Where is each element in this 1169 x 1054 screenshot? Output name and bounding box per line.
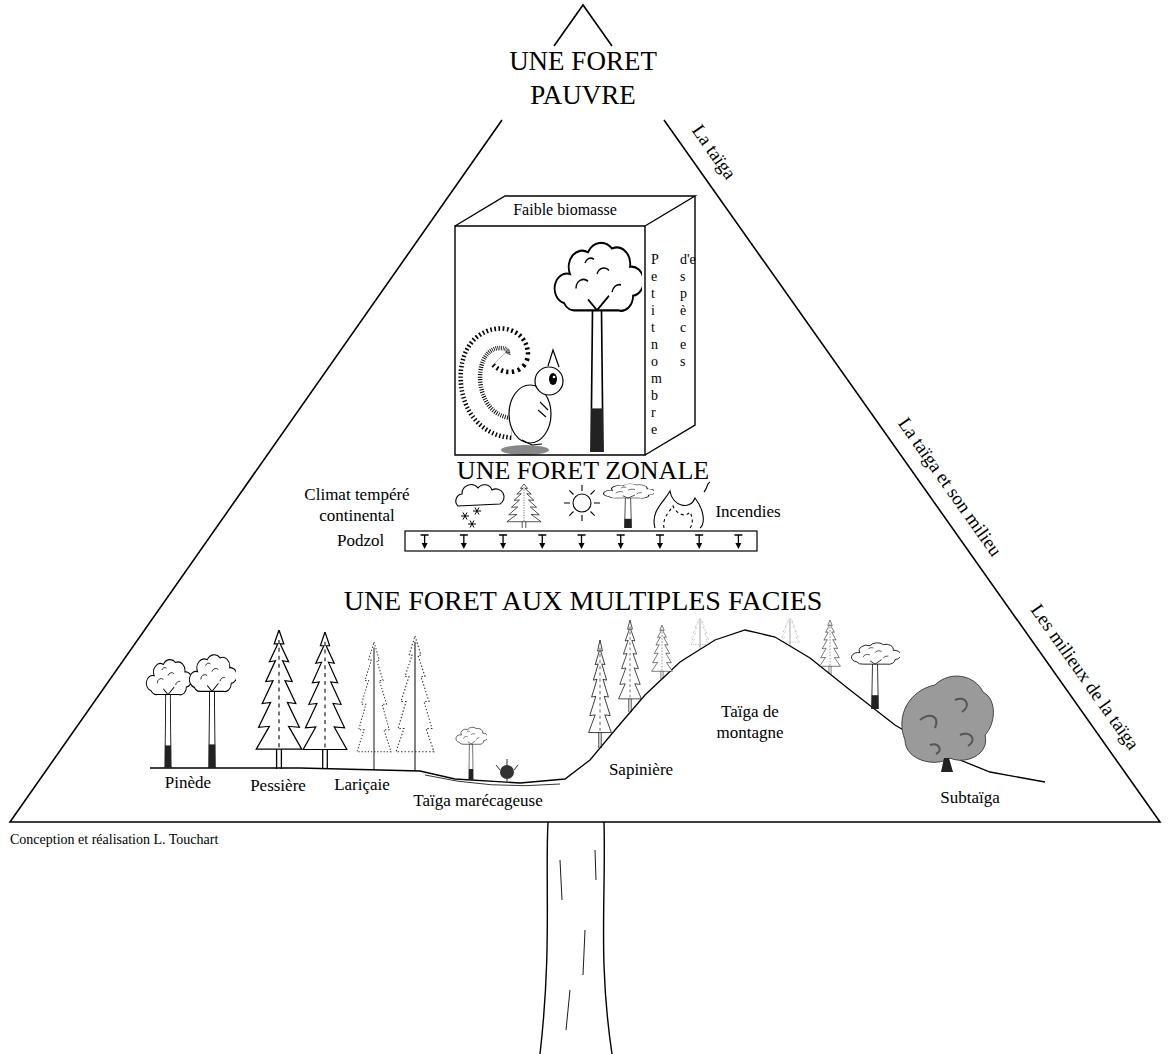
pine-tree xyxy=(555,243,644,452)
soil-box xyxy=(405,531,757,551)
cube-side-text: Petit nombre d'espèces xyxy=(651,251,683,442)
swamp-bush xyxy=(496,759,518,783)
tree-trunk-base xyxy=(560,850,596,1030)
leaching-arrow xyxy=(500,543,506,549)
pine-icon xyxy=(604,484,655,528)
pyramid-cube: Faible biomassePetit nombre d'espèces xyxy=(455,196,695,455)
fir-tree xyxy=(589,640,612,748)
larch-tree xyxy=(357,642,391,770)
swamp-pine xyxy=(456,727,488,780)
level-heading: UNE FORET AUX MULTIPLES FACIES xyxy=(344,583,823,618)
cube-face xyxy=(645,196,695,455)
deciduous-tree xyxy=(902,676,994,772)
sun-icon xyxy=(573,494,591,512)
swamp-bush xyxy=(496,759,518,783)
landscape xyxy=(146,618,1045,786)
tree-trunk-base xyxy=(540,822,612,1054)
pine-tree xyxy=(189,655,236,768)
sun-icon xyxy=(564,485,600,521)
leaching-arrow xyxy=(578,535,586,543)
cloud-icon xyxy=(456,485,504,506)
leaching-arrow xyxy=(539,543,545,549)
tree-trunk-base xyxy=(604,822,613,1054)
spruce-tree xyxy=(256,630,302,769)
mountain-tree xyxy=(820,620,841,674)
facies-label: Sapinière xyxy=(609,759,673,780)
fir-tree xyxy=(652,625,673,679)
leaching-arrow xyxy=(734,535,742,543)
spruce-tree xyxy=(303,632,347,769)
credit-text: Conception et réalisation L. Touchart xyxy=(10,831,218,849)
mountain-tree xyxy=(781,618,800,646)
leaching-arrow xyxy=(461,543,467,549)
pyramid-outline xyxy=(10,5,1160,822)
snowflakes xyxy=(461,508,481,528)
fir-tree xyxy=(619,620,642,712)
soil-band: Podzol xyxy=(337,530,758,552)
cube-outline xyxy=(455,196,695,455)
squirrel-ear xyxy=(548,350,559,367)
deciduous-tree xyxy=(941,758,953,772)
leaching-arrow xyxy=(695,535,703,543)
pyramid-sides xyxy=(10,120,1160,822)
leaching-arrow xyxy=(735,543,741,549)
mountain-tree xyxy=(691,618,710,649)
factor-label: Climat tempéré continental xyxy=(290,484,425,527)
facies-label: Subtaïga xyxy=(940,787,1000,808)
fire-icon xyxy=(654,491,703,528)
deciduous-tree xyxy=(920,699,973,754)
squirrel-eye xyxy=(553,376,556,379)
squirrel-head xyxy=(535,367,563,395)
leaching-arrow xyxy=(657,543,663,549)
cube-face xyxy=(455,226,645,455)
level-heading: UNE FORET ZONALE xyxy=(457,455,709,488)
leaching-arrow xyxy=(579,543,585,549)
facies-label: Taïga marécageuse xyxy=(413,790,543,811)
swamp-line xyxy=(425,775,560,786)
ground-line xyxy=(150,630,1045,783)
side-label: La taïga et son milieu xyxy=(893,413,1007,561)
level-heading: UNE FORET PAUVRE xyxy=(473,45,693,113)
leaching-arrow xyxy=(617,535,625,543)
fire-icon xyxy=(664,506,693,528)
facies-label: Pessière xyxy=(250,775,306,796)
soil-band-outline xyxy=(337,530,758,552)
band-heading: Podzol xyxy=(337,530,384,551)
squirrel-eye xyxy=(549,373,557,385)
climate-icons xyxy=(456,482,710,528)
leaching-arrow xyxy=(421,535,429,543)
squirrel-paws xyxy=(522,402,548,445)
factor-label: Incendies xyxy=(715,501,780,522)
facies-label: Lariçaie xyxy=(334,774,390,795)
facies-label: Taïga de montagne xyxy=(703,701,798,744)
leaching-arrow xyxy=(656,535,664,543)
spruce-icon xyxy=(507,484,541,528)
swamp-bush xyxy=(500,765,514,779)
deciduous-tree xyxy=(902,676,994,762)
rock xyxy=(501,445,549,455)
side-label: Les milieux de la taïga xyxy=(1025,599,1144,754)
leaching-arrow xyxy=(696,543,702,549)
squirrel-and-tree xyxy=(470,243,643,455)
side-label: La taïga xyxy=(686,120,741,184)
leaching-arrow xyxy=(460,535,468,543)
cube-face xyxy=(455,196,695,226)
pine-tree xyxy=(146,660,191,768)
leaching-arrow xyxy=(538,535,546,543)
sun-icon xyxy=(564,485,600,521)
leaching-arrow xyxy=(422,543,428,549)
leaching-arrow xyxy=(618,543,624,549)
cube-top-text: Faible biomasse xyxy=(513,200,617,220)
facies-label: Pinède xyxy=(165,772,211,793)
pine-tree xyxy=(851,643,900,709)
apex xyxy=(554,5,612,46)
fire-icon xyxy=(654,482,710,528)
leaching-arrow xyxy=(499,535,507,543)
larch-tree xyxy=(396,636,434,771)
tree-trunk-base xyxy=(540,822,548,1054)
